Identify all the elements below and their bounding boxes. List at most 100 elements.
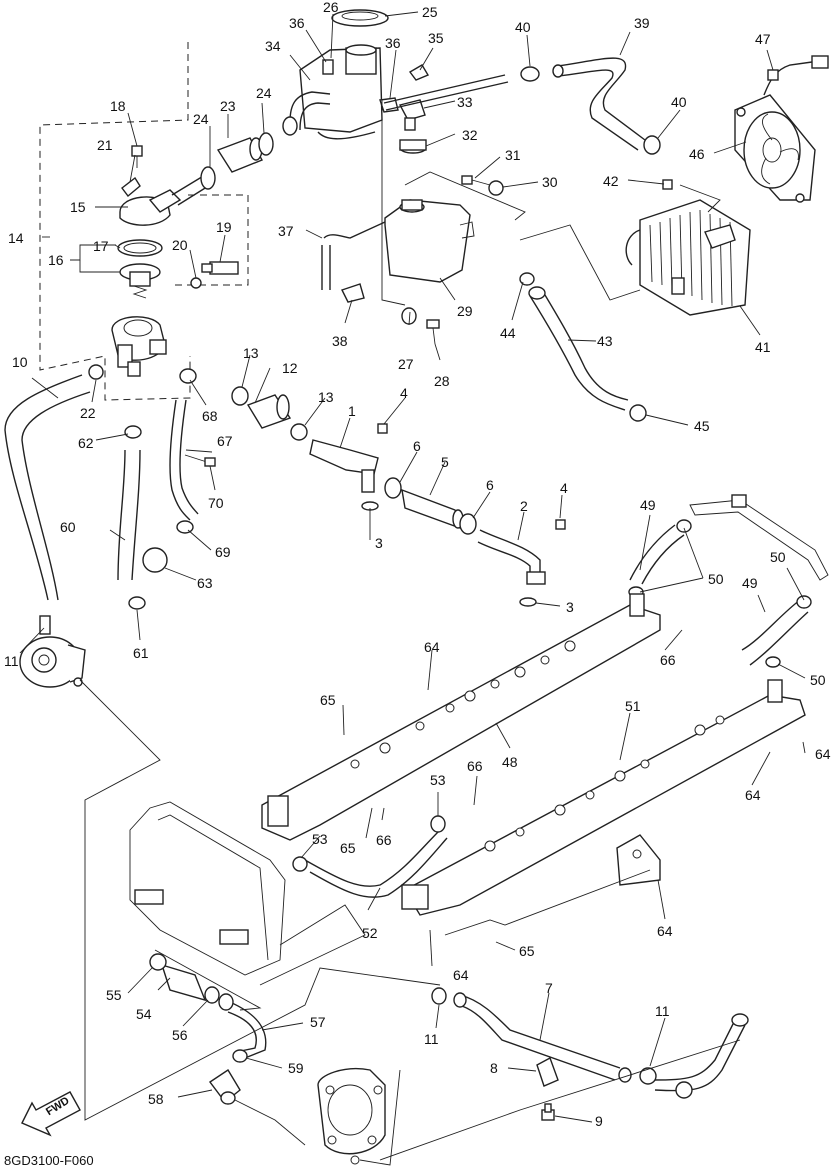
callout-4a: 4 xyxy=(400,385,408,401)
clamp-55 xyxy=(149,953,167,971)
callout-46: 46 xyxy=(689,146,705,162)
callout-70: 70 xyxy=(208,495,224,511)
callout-43: 43 xyxy=(597,333,613,349)
hose-5 xyxy=(401,488,464,530)
callout-30: 30 xyxy=(542,174,558,190)
callout-64e: 64 xyxy=(815,746,831,762)
callout-8: 8 xyxy=(490,1060,498,1076)
callout-54: 54 xyxy=(136,1006,152,1022)
callout-10: 10 xyxy=(12,354,28,370)
hose-clamp-40-right xyxy=(643,135,661,155)
fan-wire-47 xyxy=(763,55,829,96)
thermostat-housing xyxy=(111,316,167,377)
callout-labels: 1 2 3 3 4 4 5 6 6 7 8 9 10 11 11 11 12 1… xyxy=(4,0,831,1129)
hose-52 xyxy=(304,815,448,898)
callout-leaders xyxy=(19,11,806,1123)
callout-51: 51 xyxy=(625,698,641,714)
callout-48: 48 xyxy=(502,754,518,770)
clamp-56 xyxy=(204,986,220,1004)
callout-44: 44 xyxy=(500,325,516,341)
callout-11c: 11 xyxy=(655,1003,670,1019)
bracket-8 xyxy=(536,1056,559,1087)
callout-65b: 65 xyxy=(340,840,356,856)
callout-50c: 50 xyxy=(810,672,826,688)
assembly-boundary-14 xyxy=(39,42,249,401)
clip-35 xyxy=(408,64,430,81)
callout-3a: 3 xyxy=(375,535,383,551)
frame-pipe-48 xyxy=(261,593,661,841)
bracket-right-lower xyxy=(616,834,661,886)
callout-41: 41 xyxy=(755,339,771,355)
hose-clamp-13-b xyxy=(290,423,308,441)
clip-21 xyxy=(121,176,141,198)
bolt-42 xyxy=(662,179,673,190)
callout-31: 31 xyxy=(505,147,521,163)
callout-5: 5 xyxy=(441,454,449,470)
callout-15: 15 xyxy=(70,199,86,215)
hose-clamp-24-left xyxy=(200,166,216,190)
callout-22: 22 xyxy=(80,405,96,421)
callout-50b: 50 xyxy=(770,549,786,565)
callout-19: 19 xyxy=(216,219,232,235)
callout-65a: 65 xyxy=(320,692,336,708)
callout-64d: 64 xyxy=(453,967,469,983)
hose-clamp-24-right xyxy=(258,132,274,156)
hose-60 xyxy=(117,425,146,610)
callout-3b: 3 xyxy=(566,599,574,615)
callout-7: 7 xyxy=(545,980,553,996)
collar-30 xyxy=(488,180,504,196)
callout-45: 45 xyxy=(694,418,710,434)
reservoir-cap-32 xyxy=(399,139,427,154)
pipe-34 xyxy=(282,91,376,140)
callout-64b: 64 xyxy=(745,787,761,803)
callout-13b: 13 xyxy=(318,389,334,405)
clamp-59 xyxy=(232,1049,248,1063)
hose-54 xyxy=(160,963,207,1002)
callout-67: 67 xyxy=(217,433,233,449)
engine-frame-outline xyxy=(129,801,286,976)
reservoir-bracket-lines xyxy=(381,100,526,306)
callout-24b: 24 xyxy=(256,85,272,101)
callout-28: 28 xyxy=(434,373,450,389)
bolt-70 xyxy=(184,454,216,467)
callout-49a: 49 xyxy=(640,497,656,513)
callout-64c: 64 xyxy=(657,923,673,939)
callout-29: 29 xyxy=(457,303,473,319)
frame-pipe-51 xyxy=(401,679,806,916)
bolt-31 xyxy=(461,175,491,186)
callout-38: 38 xyxy=(332,333,348,349)
hose-49-left xyxy=(629,519,692,585)
hose-clamp-13-a xyxy=(231,386,249,406)
callout-14: 14 xyxy=(8,230,24,246)
callout-11b: 11 xyxy=(424,1031,439,1047)
hose-12 xyxy=(246,394,292,429)
hose-67 xyxy=(169,368,199,534)
callout-61: 61 xyxy=(133,645,149,661)
callout-53a: 53 xyxy=(312,831,328,847)
callout-2: 2 xyxy=(520,498,528,514)
callout-40a: 40 xyxy=(515,19,531,35)
water-pipe-2 xyxy=(477,529,546,585)
callout-26: 26 xyxy=(323,0,339,15)
callout-55: 55 xyxy=(106,987,122,1003)
coolant-reservoir-29 xyxy=(384,199,475,283)
callout-58: 58 xyxy=(148,1091,164,1107)
hose-58 xyxy=(208,1069,241,1105)
callout-66b: 66 xyxy=(376,832,392,848)
callout-63: 63 xyxy=(197,575,213,591)
callout-62: 62 xyxy=(78,435,94,451)
callout-53b: 53 xyxy=(430,772,446,788)
callout-17: 17 xyxy=(93,238,109,254)
radiator-hose-10 xyxy=(4,374,91,601)
hose-clamp-6 xyxy=(384,477,477,535)
upper-pipe-right xyxy=(689,494,829,581)
gasket-3 xyxy=(361,501,537,607)
filler-neck-body xyxy=(299,44,383,133)
water-pipe-1 xyxy=(309,439,379,493)
overflow-hose-40-top xyxy=(383,66,540,111)
callout-57: 57 xyxy=(310,1014,326,1030)
radiator-41 xyxy=(625,199,751,316)
callout-49b: 49 xyxy=(742,575,758,591)
callout-64a: 64 xyxy=(424,639,440,655)
callout-47: 47 xyxy=(755,31,771,47)
